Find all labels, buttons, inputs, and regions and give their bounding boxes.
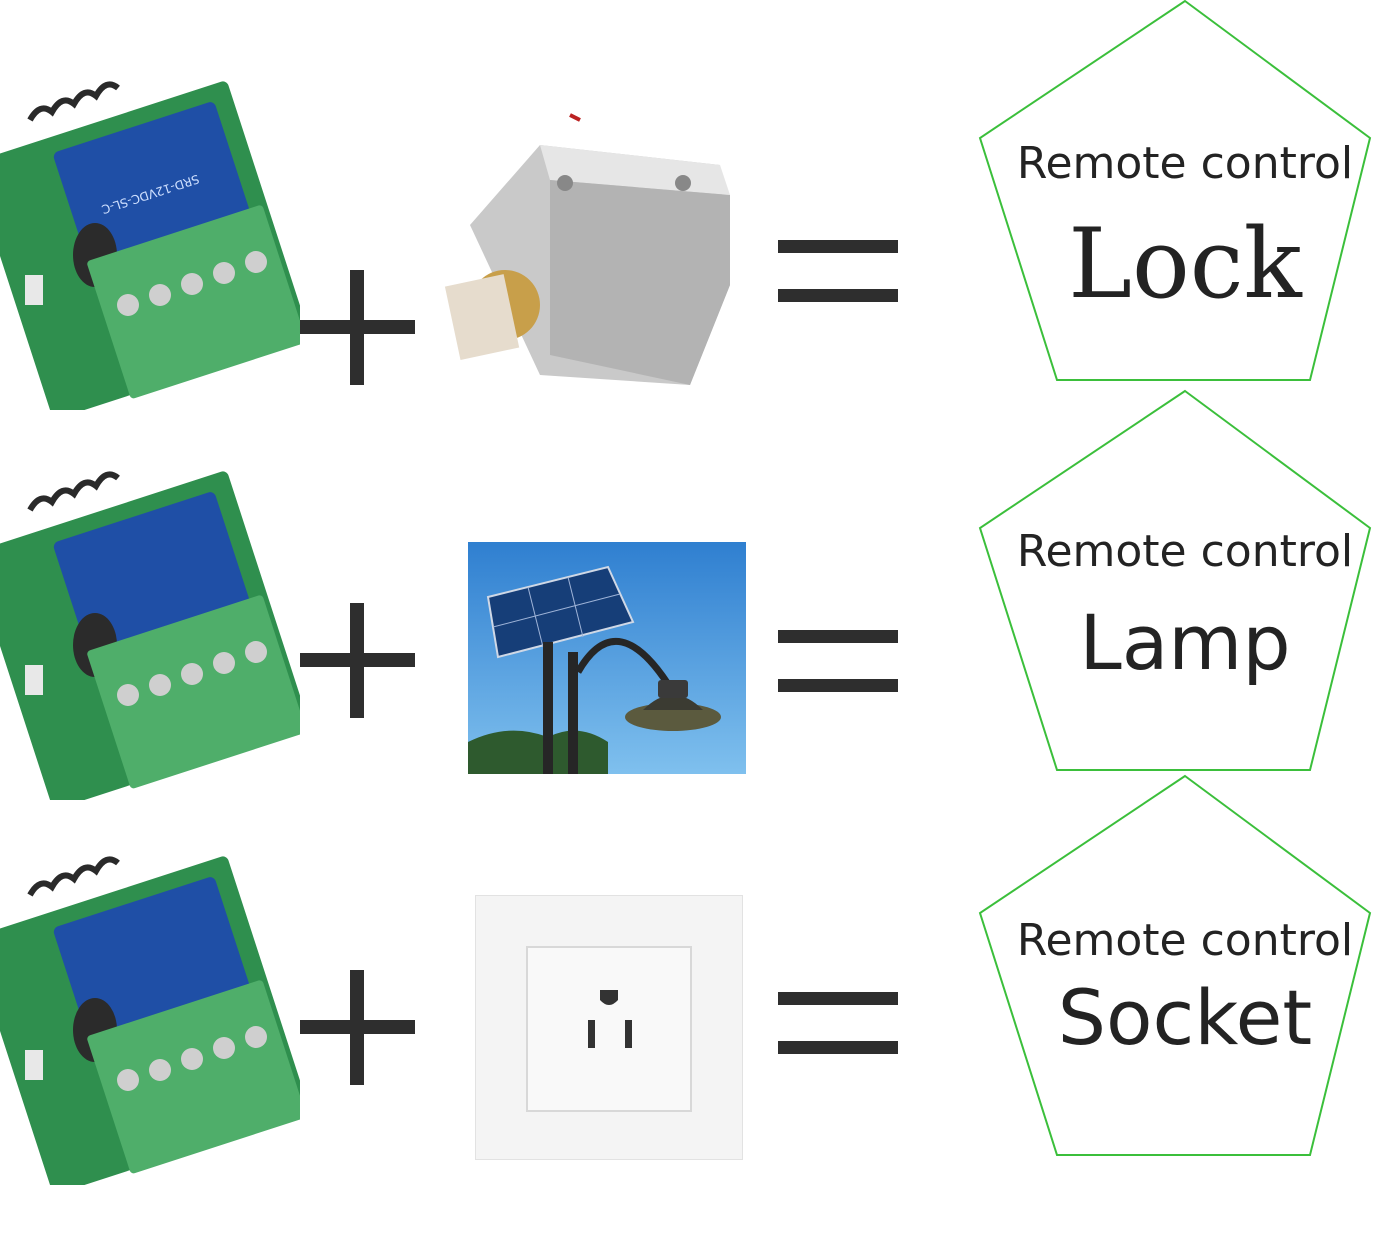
pentagon-frame	[978, 389, 1372, 771]
plus-icon	[300, 270, 415, 385]
label-prefix: Remote control	[1016, 915, 1354, 966]
equals-icon	[778, 630, 898, 692]
label-target: Lock	[1068, 208, 1302, 320]
combo-row-lamp: Remote control Lamp	[0, 389, 1380, 860]
combo-row-socket: Remote control Socket	[0, 774, 1380, 1245]
label-prefix: Remote control	[1016, 138, 1354, 189]
pentagon-frame	[978, 0, 1372, 381]
solar-street-lamp-icon	[468, 542, 746, 774]
equals-icon	[778, 992, 898, 1054]
equals-icon	[778, 240, 898, 302]
label-prefix: Remote control	[1016, 526, 1354, 577]
plus-icon	[300, 970, 415, 1085]
wall-socket-icon	[475, 895, 743, 1160]
electric-lock-icon	[444, 113, 730, 385]
label-target: Lamp	[1079, 598, 1291, 687]
relay-module-icon: SRD-12VDC-SL-C	[0, 81, 300, 410]
pentagon-frame	[978, 774, 1372, 1156]
label-target: Socket	[1057, 973, 1313, 1062]
plus-icon	[300, 603, 415, 718]
combo-row-lock: SRD-12VDC-SL-C Remote control Lock	[0, 0, 1380, 470]
relay-module-icon	[0, 856, 300, 1185]
relay-module-icon	[0, 471, 300, 800]
